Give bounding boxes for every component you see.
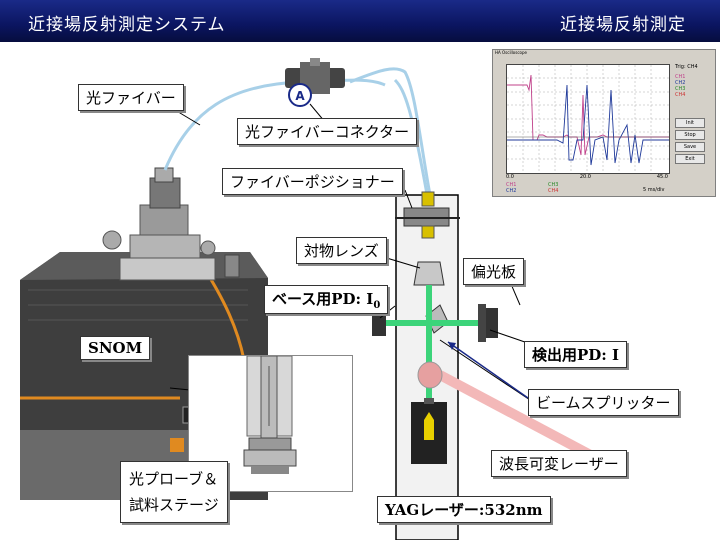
optical-rail	[372, 191, 603, 540]
channel-2: CH2	[506, 188, 517, 194]
oscilloscope-timebase: 5 ms/div	[643, 187, 664, 193]
save-button[interactable]: Save	[675, 142, 705, 152]
timebase-unit: ms/div	[647, 187, 665, 193]
base-pd-subscript: 0	[373, 300, 381, 311]
page-title-right: 近接場反射測定	[560, 15, 686, 35]
trigger-readout: Trig: CH4	[675, 64, 698, 70]
page-title: 近接場反射測定システム	[28, 15, 226, 35]
probe-line-2: 試料ステージ	[129, 496, 219, 514]
oscilloscope-side-panel: Trig: CH4 CH1 CH2 CH3 CH4 Init Stop Save…	[675, 64, 711, 166]
oscilloscope-title: HA Oscilloscope	[493, 50, 715, 56]
probe-line-1: 光プローブ＆	[129, 470, 219, 488]
oscilloscope-x-ticks: 0.0 20.0 45.0	[506, 174, 668, 180]
label-objective-lens: 対物レンズ	[296, 237, 387, 264]
label-fiber-positioner: ファイバーポジショナー	[222, 168, 403, 195]
exit-button[interactable]: Exit	[675, 154, 705, 164]
side-ch2: CH2	[675, 80, 686, 86]
side-ch1: CH1	[675, 74, 686, 80]
channel-4: CH4	[548, 188, 559, 194]
x-tick-0: 0.0	[506, 174, 514, 180]
label-beam-splitter: ビームスプリッター	[528, 389, 679, 416]
title-bar: 近接場反射測定システム 近接場反射測定	[0, 0, 720, 42]
stop-button[interactable]: Stop	[675, 130, 705, 140]
label-probe-stage: 光プローブ＆ 試料ステージ	[120, 461, 228, 523]
x-tick-1: 20.0	[579, 174, 591, 180]
label-detect-pd: 検出用PD: I	[524, 341, 628, 368]
oscilloscope-channels: CH1 CH3 CH2 CH4	[506, 182, 558, 194]
label-base-pd: ベース用PD: I0	[264, 285, 389, 314]
label-tunable-laser: 波長可変レーザー	[491, 450, 627, 477]
label-yag-laser: YAGレーザー:532nm	[377, 496, 551, 523]
label-optical-fiber: 光ファイバー	[78, 84, 184, 111]
channel-3: CH3	[548, 182, 559, 188]
channel-1: CH1	[506, 182, 517, 188]
side-ch4: CH4	[675, 92, 686, 98]
label-fiber-connector: 光ファイバーコネクター	[237, 118, 418, 145]
connector-badge: A	[295, 89, 305, 103]
optical-fiber	[163, 67, 432, 201]
timebase-value: 5	[643, 187, 647, 193]
label-polarizer: 偏光板	[463, 258, 525, 285]
oscilloscope-plot	[506, 64, 670, 174]
base-pd-text: ベース用PD: I	[272, 290, 374, 308]
oscilloscope-window: HA Oscilloscope 0.0 20.0 45.0 CH1 CH3 CH…	[492, 49, 716, 197]
fiber-connector-device	[285, 58, 345, 107]
init-button[interactable]: Init	[675, 118, 705, 128]
label-snom: SNOM	[80, 336, 151, 360]
side-ch3: CH3	[675, 86, 686, 92]
x-tick-2: 45.0	[656, 174, 668, 180]
